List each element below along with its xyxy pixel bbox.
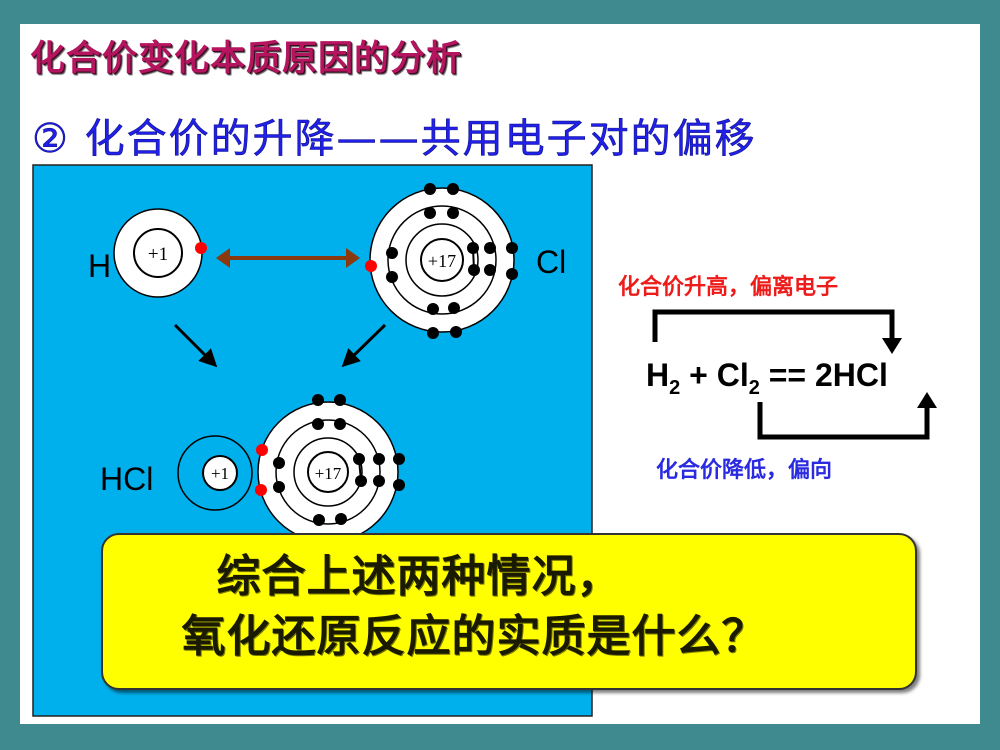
h-valence-electron: [195, 242, 207, 254]
product-hcl: 2HCl: [814, 357, 888, 393]
slide: 化合价变化本质原因的分析 ② 化合价的升降——共用电子对的偏移 +1 H: [20, 24, 980, 724]
arrow-h-to-hcl-icon: [173, 323, 218, 368]
electron-exchange-double-arrow-icon: [216, 248, 360, 268]
equals-sign: ==: [759, 357, 815, 393]
hcl-molecule: +1 +17 HCl: [100, 394, 405, 543]
slide-title: 化合价变化本质原因的分析: [30, 39, 463, 79]
slide-subtitle: ② 化合价的升降——共用电子对的偏移: [32, 116, 757, 163]
reactant-cl-subscript: 2: [748, 377, 760, 399]
cl-atom-label: Cl: [536, 244, 566, 280]
hcl-h-nucleus-label: +1: [211, 464, 229, 483]
plus-sign: +: [680, 357, 717, 393]
valence-decrease-note: 化合价降低，偏向: [656, 458, 833, 483]
hcl-label: HCl: [100, 461, 153, 497]
chemical-equation: H2 + Cl2 == 2HCl: [646, 357, 888, 400]
reactant-h: H: [646, 357, 670, 393]
h-nucleus-label: +1: [148, 244, 168, 265]
shared-electron-2: [255, 484, 267, 496]
question-line-1: 综合上述两种情况，: [216, 551, 622, 602]
cl-atom: +17 Cl: [365, 183, 566, 339]
h-atom-label: H: [88, 248, 111, 284]
cl-nucleus-label: +17: [428, 251, 456, 271]
valence-increase-note: 化合价升高，偏离电子: [618, 275, 839, 300]
question-line-2: 氧化还原反应的实质是什么？: [181, 611, 767, 662]
reactant-cl: Cl: [716, 357, 749, 393]
question-callout: 综合上述两种情况， 氧化还原反应的实质是什么？: [101, 533, 917, 690]
shared-electron-1: [256, 444, 268, 456]
h-atom: +1 H: [88, 208, 207, 298]
reactant-h-subscript: 2: [669, 377, 681, 399]
oxidation-bracket-arrow-icon: [652, 309, 902, 354]
cl-valence-electron: [365, 260, 377, 272]
arrow-cl-to-hcl-icon: [341, 323, 387, 368]
hcl-cl-nucleus-label: +17: [315, 464, 342, 483]
reduction-bracket-arrow-icon: [757, 392, 937, 440]
